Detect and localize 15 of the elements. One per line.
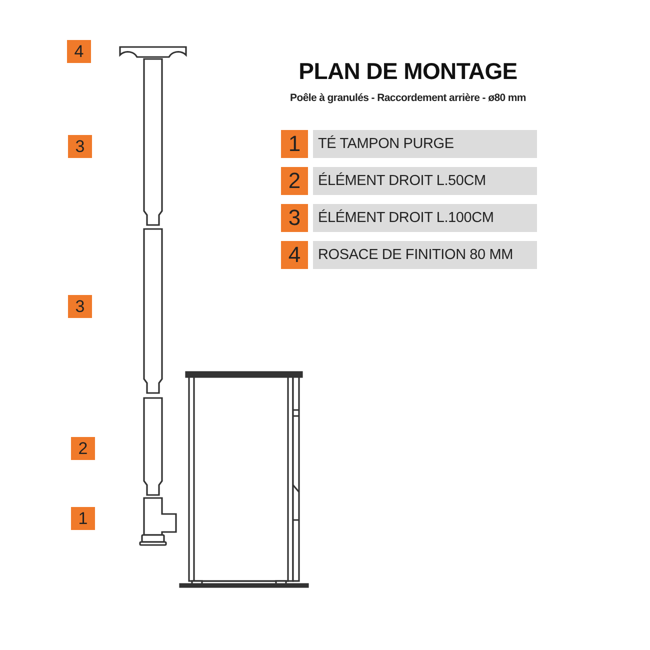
- item-number: 4: [281, 241, 308, 269]
- subtitle: Poêle à granulés - Raccordement arrière - ø80 mm: [289, 92, 527, 104]
- item-description: ROSACE DE FINITION 80 MM: [313, 241, 537, 269]
- item-description: ÉLÉMENT DROIT L.50CM: [313, 167, 537, 195]
- item-number: 3: [281, 204, 308, 232]
- callout-number: 3: [68, 135, 92, 158]
- callout-number: 1: [71, 507, 95, 530]
- callout-number: 3: [68, 295, 92, 318]
- title: PLAN DE MONTAGE: [298, 58, 518, 85]
- callout-number: 4: [67, 40, 91, 63]
- callout-number: 2: [71, 437, 95, 460]
- item-description: ÉLÉMENT DROIT L.100CM: [313, 204, 537, 232]
- item-description: TÉ TAMPON PURGE: [313, 130, 537, 158]
- item-number: 1: [281, 130, 308, 158]
- item-number: 2: [281, 167, 308, 195]
